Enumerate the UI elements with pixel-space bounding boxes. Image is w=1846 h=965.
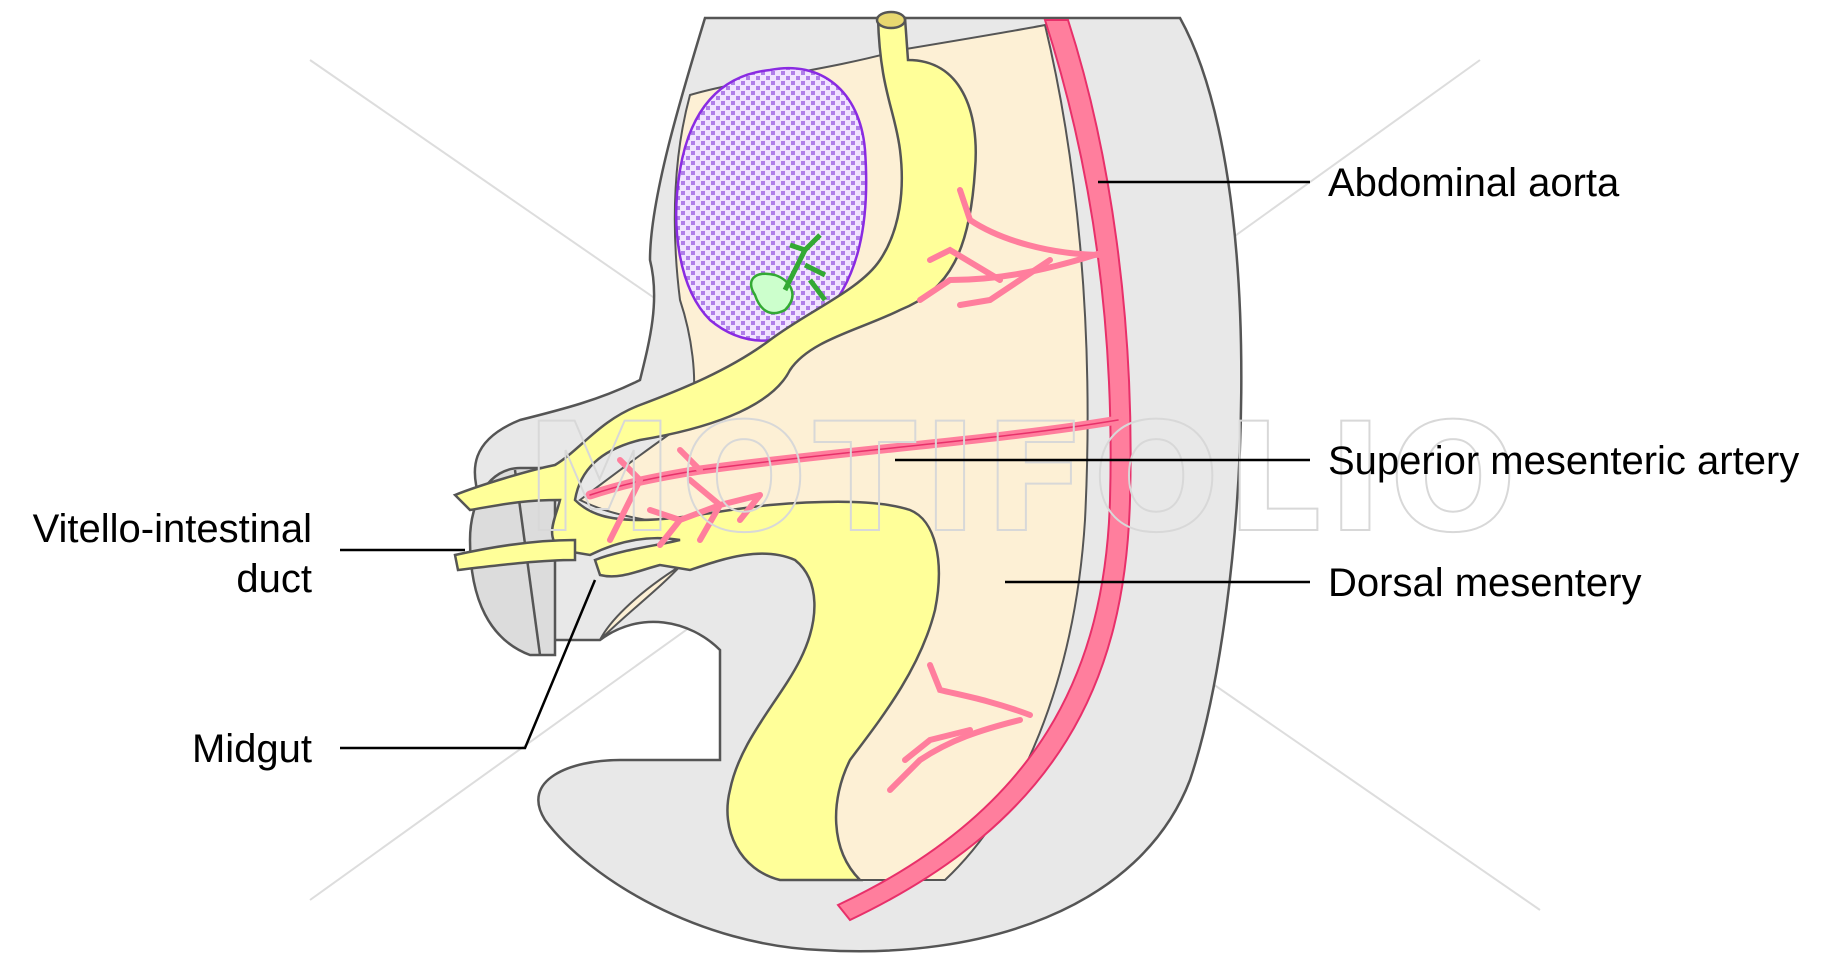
label-midgut: Midgut xyxy=(192,727,312,771)
label-dorsal-mesentery: Dorsal mesentery xyxy=(1328,561,1641,605)
gut-tube-cap xyxy=(877,12,905,28)
label-vitello-intestinal-duct-line2: duct xyxy=(236,557,312,601)
label-vitello-intestinal-duct-line1: Vitello-intestinal xyxy=(33,507,312,551)
label-superior-mesenteric-artery: Superior mesenteric artery xyxy=(1328,439,1799,483)
label-abdominal-aorta: Abdominal aorta xyxy=(1328,161,1620,205)
